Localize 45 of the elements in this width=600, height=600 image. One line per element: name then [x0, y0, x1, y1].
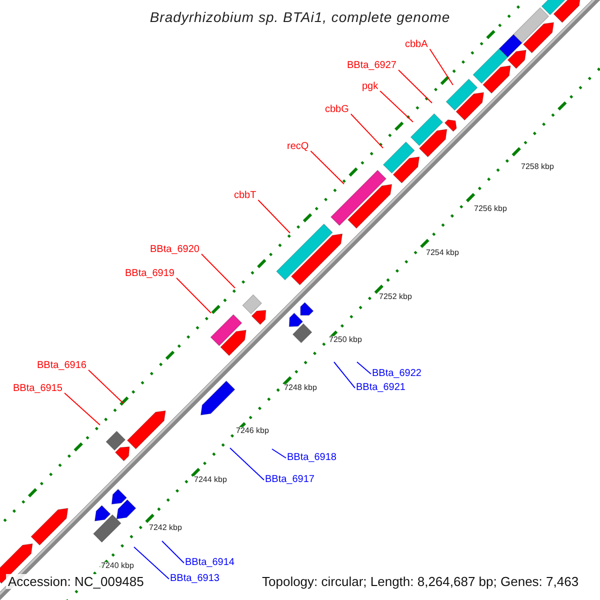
gene-label: BBta_6922 [372, 369, 422, 379]
gene-label: BBta_6921 [356, 383, 406, 393]
gene-label: BBta_6915 [13, 384, 62, 394]
gene-label: BBta_6913 [170, 574, 220, 584]
leader-line [64, 392, 100, 426]
leader-line [258, 200, 290, 234]
leader-line [201, 254, 236, 288]
gene-label: BBta_6927 [347, 61, 396, 71]
gene-label: BBta_6916 [37, 361, 86, 371]
scale-label: 7240 kbp [100, 562, 135, 570]
scale-label: 7242 kbp [148, 524, 183, 532]
gene-label: BBta_6919 [125, 269, 174, 279]
leader-line [230, 448, 264, 480]
gene-label: BBta_6917 [265, 475, 314, 485]
diagram-title: Bradyrhizobium sp. BTAi1, complete genome [148, 10, 452, 24]
scale-label: 7256 kbp [473, 205, 508, 213]
scale-label: 7248 kbp [283, 384, 318, 392]
leader-line [88, 370, 124, 404]
gene-label: cbbG [325, 105, 349, 115]
scale-label: 7258 kbp [520, 163, 555, 171]
leader-line [350, 114, 384, 148]
gene-label: recQ [287, 142, 309, 152]
gene-label: cbbT [234, 191, 256, 201]
footer-text: Topology: circular; Length: 8,264,687 bp; Genes: 7,463 [260, 574, 581, 589]
scale-label: 7254 kbp [425, 249, 460, 257]
gene-label: BBta_6918 [287, 453, 336, 463]
leader-line [310, 150, 344, 184]
leader-line [134, 546, 170, 580]
leader-line [429, 48, 454, 86]
footer-text: Accession: NC_009485 [6, 574, 146, 589]
gene-label: cbbA [405, 40, 428, 50]
gene-label: BBta_6914 [185, 558, 234, 568]
scale-label: 7246 kbp [235, 427, 270, 435]
scale-label: 7252 kbp [378, 293, 413, 301]
gene-label: BBta_6920 [150, 245, 200, 255]
leader-line [356, 362, 372, 374]
leader-line [334, 362, 356, 388]
scale-label: 7250 kbp [328, 336, 363, 344]
leader-line [176, 278, 212, 314]
gene-label: pgk [362, 82, 378, 92]
leader-line [162, 540, 184, 564]
scale-label: 7244 kbp [193, 476, 228, 484]
leader-line [398, 70, 432, 104]
leader-line [272, 448, 286, 458]
leader-line [380, 90, 414, 122]
